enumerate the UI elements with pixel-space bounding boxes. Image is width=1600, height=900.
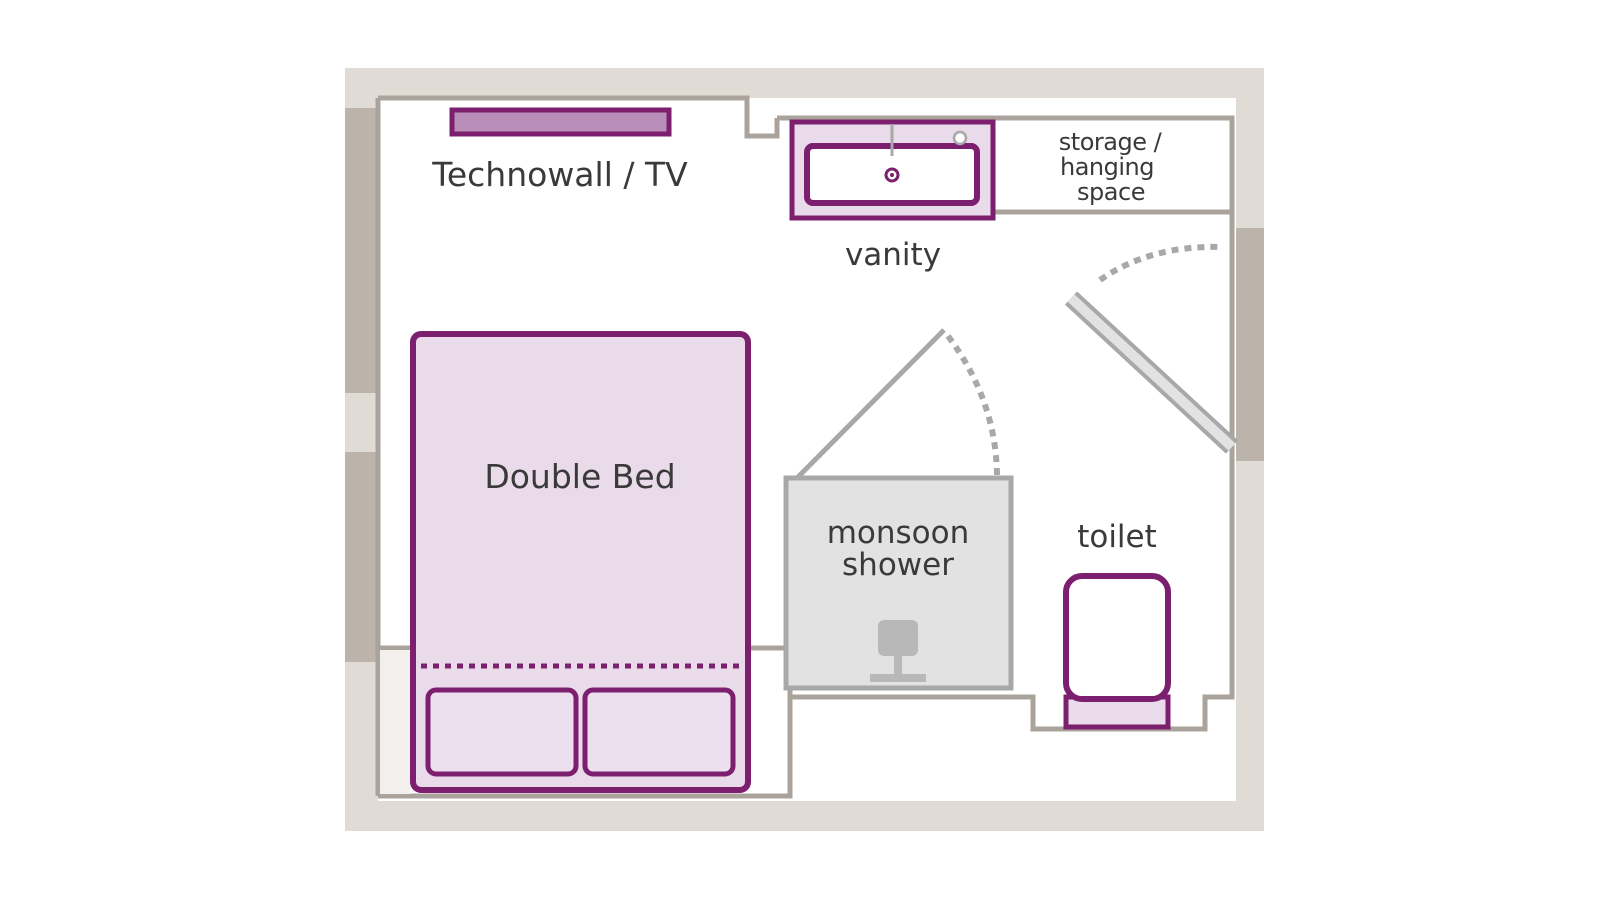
technowall-label: Technowall / TV <box>431 155 688 194</box>
vanity-unit <box>789 119 996 221</box>
storage-label-line1: storage / <box>1059 128 1163 156</box>
technowall-tv <box>449 107 672 137</box>
toilet-fixture <box>1063 573 1171 730</box>
shower-label-line2: shower <box>842 547 954 583</box>
double-bed-label: Double Bed <box>484 457 675 496</box>
bathroom-outline <box>777 115 1235 732</box>
storage-label-line2: hanging <box>1060 153 1154 181</box>
shower-label-line1: monsoon <box>827 515 970 551</box>
vanity-label: vanity <box>845 237 941 273</box>
shower-head-icon <box>870 620 926 682</box>
storage-space: storage / hanging space <box>1059 128 1163 206</box>
double-bed <box>410 331 751 793</box>
toilet-label: toilet <box>1077 519 1157 555</box>
bathroom-door <box>1064 243 1239 454</box>
bedroom-outline <box>375 95 793 799</box>
monsoon-shower <box>783 328 1014 691</box>
storage-label-line3: space <box>1077 178 1145 206</box>
